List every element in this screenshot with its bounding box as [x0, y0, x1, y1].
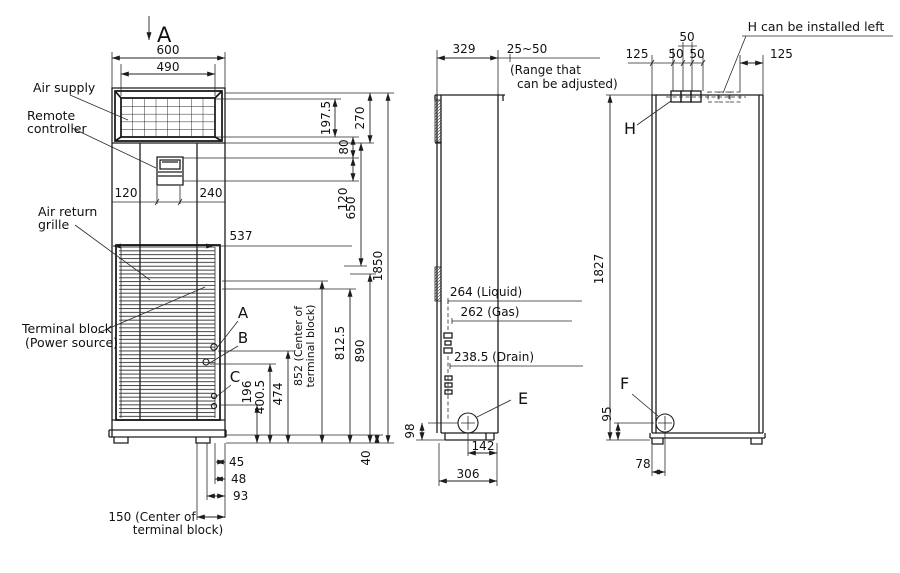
- dim-490-label: 490: [157, 60, 180, 74]
- pipe-fittings: [443, 332, 453, 395]
- dim-95-label: 95: [600, 406, 614, 421]
- knockout-b-label: B: [238, 329, 248, 347]
- rear-view: 125 50 50 50 H can be installed left 125…: [592, 19, 893, 476]
- front-extension-lines: [111, 52, 394, 520]
- front-dimension-lines: [111, 16, 391, 520]
- terminal-block-label-1: Terminal block: [21, 321, 113, 336]
- dim-48-label: 48: [231, 472, 246, 486]
- h-install-note: H can be installed left: [748, 19, 885, 34]
- remote-controller-box: [156, 156, 184, 186]
- knockout-c2-circle: [210, 402, 218, 410]
- side-dimension-lines: [419, 55, 499, 484]
- knockout-c-label: C: [230, 368, 240, 386]
- dim-1827-label: 1827: [592, 254, 606, 285]
- dim-1850-label: 1850: [371, 251, 385, 282]
- dim-240-label: 240: [200, 186, 223, 200]
- knockout-b-circle: [202, 358, 210, 366]
- air-supply-grille-grid: [121, 99, 215, 137]
- front-view: A 600 490 Air supply Remote controller 1…: [21, 16, 394, 537]
- dim-197-5-label: 197.5: [319, 101, 333, 135]
- rear-outline: [649, 94, 766, 445]
- dim-196-label: 196: [240, 381, 254, 404]
- rear-extension-lines: [606, 35, 893, 476]
- knockout-e-cross: [461, 416, 475, 430]
- range-note-1: (Range that: [510, 63, 581, 77]
- knockout-a-label: A: [238, 304, 249, 322]
- dim-150-label-2: terminal block): [133, 523, 223, 537]
- side-outline: [434, 94, 505, 441]
- air-return-label-1: Air return: [38, 204, 97, 219]
- dim-890-label: 890: [353, 340, 367, 363]
- dim-852-label-2: terminal block): [304, 305, 317, 388]
- air-supply-label: Air supply: [33, 80, 96, 95]
- dim-80-label: 80: [337, 139, 351, 154]
- rear-dimension-lines: [607, 60, 764, 475]
- dim-852-label-1: 852 (Center of: [292, 305, 305, 386]
- knockout-f-cross: [658, 416, 672, 430]
- dim-120-label: 120: [115, 186, 138, 200]
- callout-gas-label: 262 (Gas): [461, 305, 520, 319]
- knockout-c-circle: [210, 392, 218, 400]
- remote-controller-label-2: controller: [27, 121, 87, 136]
- air-return-grille-louvers: [119, 247, 215, 418]
- air-return-grille-margins: [120, 247, 216, 418]
- section-arrow-label: A: [157, 23, 172, 47]
- dim-50-top-label: 50: [679, 30, 694, 44]
- knockout-e-label: E: [518, 389, 528, 408]
- dim-400-5-label: 400.5: [253, 380, 267, 414]
- dim-537-label: 537: [230, 229, 253, 243]
- knockout-f-label: F: [620, 374, 629, 393]
- remote-controller-label-1: Remote: [27, 108, 76, 123]
- front-leader-lines: [69, 94, 239, 398]
- side-intake-strip-top: [434, 99, 442, 143]
- knockout-h-label: H: [624, 119, 636, 138]
- dim-125-left-label: 125: [626, 47, 649, 61]
- dim-45-label: 45: [229, 455, 244, 469]
- dim-142-label: 142: [472, 439, 495, 453]
- dim-150-label-1: 150 (Center of: [108, 510, 196, 524]
- dim-93-label: 93: [233, 489, 248, 503]
- dim-306-label: 306: [457, 467, 480, 481]
- callout-liquid-label: 264 (Liquid): [450, 285, 522, 299]
- dim-125-right-label: 125: [770, 47, 793, 61]
- dim-650-label: 650: [344, 197, 358, 220]
- dim-78-label: 78: [635, 457, 650, 471]
- dim-40-label: 40: [359, 450, 373, 465]
- dim-329-label: 329: [453, 42, 476, 56]
- dim-98-label: 98: [403, 423, 417, 438]
- side-intake-strip-bottom: [434, 266, 442, 302]
- knockout-h-group: [670, 90, 702, 103]
- dim-474-label: 474: [271, 383, 285, 406]
- dim-270-label: 270: [353, 107, 367, 130]
- terminal-block-label-2: (Power source): [25, 335, 118, 350]
- callout-drain-label: 238.5 (Drain): [454, 350, 534, 364]
- dim-50-1-label: 50: [668, 47, 683, 61]
- range-note-2: can be adjusted): [517, 77, 618, 91]
- dim-50-2-label: 50: [689, 47, 704, 61]
- dim-600-label: 600: [157, 43, 180, 57]
- side-view: 329 25~50 (Range that can be adjusted) 2…: [403, 42, 618, 486]
- dim-120v-label: 120: [336, 188, 350, 211]
- side-extension-lines: [416, 50, 600, 486]
- dim-812-5-label: 812.5: [333, 326, 347, 360]
- air-return-label-2: grille: [38, 217, 69, 232]
- dim-range-label: 25~50: [507, 42, 548, 56]
